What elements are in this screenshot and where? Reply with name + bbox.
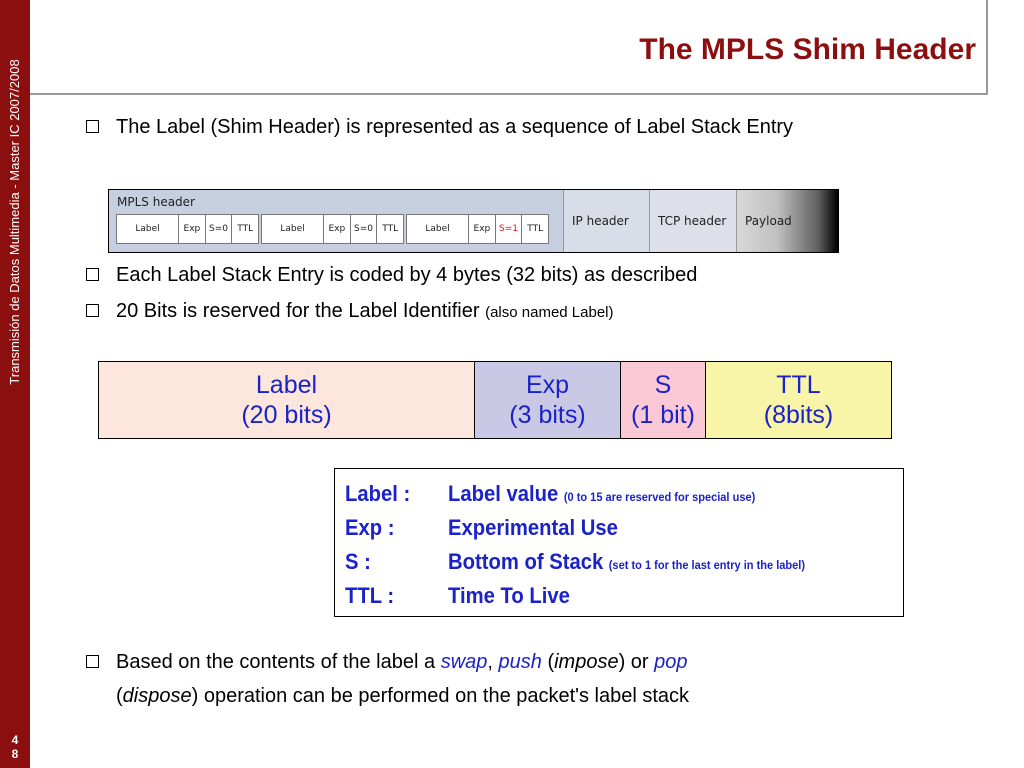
sidebar-course-title: Transmisión de Datos Multimedia - Master… [7,59,22,385]
field-ttl-bits: (8bits) [763,401,834,429]
entry-2-exp: Exp [324,215,351,243]
term-impose: impose [554,651,619,673]
title-divider-vertical [986,0,988,95]
entry-3-ttl: TTL [527,224,544,234]
legend-value: Bottom of Stack [448,549,604,574]
page-number-digit-1: 4 [11,733,19,747]
legend-note: (set to 1 for the last entry in the labe… [608,558,806,572]
field-ttl: TTL (8bits) [706,362,891,438]
entry-1-ttl: TTL [237,224,254,234]
legend-row-label: Label : Label value (0 to 15 are reserve… [345,481,858,515]
legend-row-s: S : Bottom of Stack (set to 1 for the la… [345,549,858,583]
entry-3-exp: Exp [469,215,496,243]
tcp-header-block: TCP header [650,190,737,252]
mpls-header-block: MPLS header Label Exp S=0 TTL Label Exp … [109,190,564,252]
term-push: push [498,651,542,673]
term-dispose: dispose [122,685,192,707]
checkbox-bullet-icon [86,655,99,668]
bullet-4-part: ( [116,685,123,707]
mpls-header-title: MPLS header [117,195,195,209]
sidebar: Transmisión de Datos Multimedia - Master… [0,0,30,768]
bullet-4-part: ( [541,651,555,673]
entry-2-label: Label [262,215,325,243]
field-exp-bits: (3 bits) [509,401,586,429]
entry-1-exp: Exp [179,215,206,243]
title-divider-horizontal [30,93,988,95]
legend-value: Label value [448,481,559,506]
legend-value: Experimental Use [448,515,618,540]
ip-header-block: IP header [564,190,650,252]
checkbox-bullet-icon [86,304,99,317]
entry-3-s-bottom: S=1 [496,215,523,243]
entry-2-ttl: TTL [382,224,399,234]
field-s-bits: (1 bit) [631,401,695,429]
legend-key: S : [345,549,371,574]
bullet-4-text-line-2: (dispose) operation can be performed on … [116,684,689,708]
page-number: 4 8 [0,733,30,761]
legend-key: Label : [345,481,411,506]
entry-3-label: Label [407,215,470,243]
label-stack-entry-3: Label Exp S=1 TTL [406,214,549,244]
field-s: S (1 bit) [621,362,706,438]
legend-key: Exp : [345,515,395,540]
label-stack-entry-format: Label (20 bits) Exp (3 bits) S (1 bit) T… [98,361,892,439]
legend-row-exp: Exp : Experimental Use [345,515,858,549]
bullet-3-note: (also named Label) [485,304,614,321]
bullet-3-main: 20 Bits is reserved for the Label Identi… [116,300,480,322]
bullet-4-part: Based on the contents of the label a [116,651,441,673]
bullet-1-text: The Label (Shim Header) is represented a… [116,116,794,138]
field-s-name: S [654,371,672,399]
entry-1-label: Label [117,215,180,243]
field-legend: Label : Label value (0 to 15 are reserve… [334,468,904,617]
label-stack-entry-2: Label Exp S=0 TTL [261,214,404,244]
entry-2-s: S=0 [351,215,378,243]
field-exp: Exp (3 bits) [475,362,621,438]
legend-value: Time To Live [448,583,570,608]
entry-1-s: S=0 [206,215,233,243]
field-ttl-name: TTL [776,371,821,399]
term-swap: swap [440,651,488,673]
bullet-3-text: 20 Bits is reserved for the Label Identi… [116,299,614,325]
field-label-name: Label [255,371,318,399]
legend-row-ttl: TTL : Time To Live [345,583,858,617]
payload-block: Payload [737,190,838,252]
mpls-packet-diagram: MPLS header Label Exp S=0 TTL Label Exp … [108,189,839,253]
field-exp-name: Exp [525,371,570,399]
label-stack-entry-1: Label Exp S=0 TTL [116,214,259,244]
legend-key: TTL : [345,583,395,608]
slide-title: The MPLS Shim Header [639,33,976,66]
term-pop: pop [654,651,688,673]
field-label-bits: (20 bits) [241,401,332,429]
bullet-2-text: Each Label Stack Entry is coded by 4 byt… [116,264,698,286]
bullet-4-comma: , [487,651,493,673]
checkbox-bullet-icon [86,268,99,281]
field-label: Label (20 bits) [99,362,475,438]
checkbox-bullet-icon [86,120,99,133]
bullet-4-part: ) operation can be performed on the pack… [191,685,690,707]
bullet-4-text: Based on the contents of the label a swa… [116,650,688,674]
bullet-4-part: ) or [618,651,655,673]
page-number-digit-2: 8 [11,747,19,761]
legend-note: (0 to 15 are reserved for special use) [563,490,756,504]
